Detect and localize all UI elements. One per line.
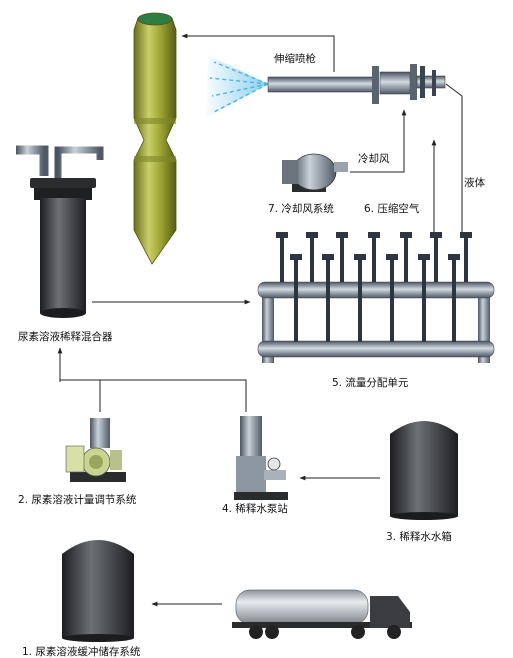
metering-pump-unit	[65, 418, 126, 482]
cooling-fan-unit	[282, 153, 348, 192]
label-compressed-air: 6. 压缩空气	[364, 202, 420, 215]
tanker-truck	[232, 589, 412, 639]
label-cooling-air: 冷却风	[358, 152, 390, 165]
dilution-mixer	[16, 145, 104, 318]
dilution-water-tank	[390, 421, 458, 520]
label-distribution: 5. 流量分配单元	[332, 376, 409, 389]
label-mixer: 尿素溶液稀释混合器	[18, 330, 113, 343]
label-liquid: 液体	[464, 176, 485, 189]
label-lance: 伸缩喷枪	[274, 52, 316, 65]
distribution-unit	[257, 232, 495, 363]
dilution-pump-unit	[234, 416, 288, 500]
label-storage: 1. 尿素溶液缓冲储存系统	[22, 645, 141, 658]
furnace-vessel	[133, 12, 177, 265]
spray-jet	[206, 55, 269, 118]
telescopic-lance	[267, 64, 446, 104]
flow-lines	[57, 33, 463, 607]
label-cooling-fan: 7. 冷却风系统	[268, 202, 334, 215]
label-water-tank: 3. 稀释水水箱	[386, 530, 452, 543]
label-metering: 2. 尿素溶液计量调节系统	[18, 493, 137, 506]
urea-storage-tank	[62, 540, 134, 642]
label-pump-station: 4. 稀释水泵站	[222, 502, 288, 515]
